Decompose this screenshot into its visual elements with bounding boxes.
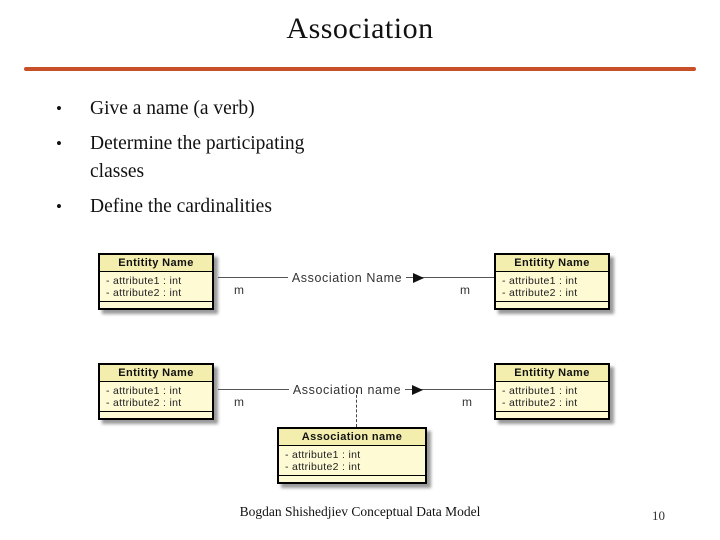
entity-title: Entitity Name — [496, 365, 608, 382]
entity-attributes: - attribute1 : int - attribute2 : int — [100, 272, 212, 302]
bullet-icon: • — [56, 134, 62, 153]
entity-attributes: - attribute1 : int - attribute2 : int — [496, 382, 608, 412]
association-label-group: Association name — [218, 381, 494, 398]
entity-attribute: - attribute1 : int — [106, 275, 182, 287]
footer-text: Bogdan Shishedjiev Conceptual Data Model — [239, 504, 481, 519]
association-label: Association name — [288, 382, 406, 397]
entity-attribute: - attribute1 : int — [106, 385, 182, 397]
entity-title: Entitity Name — [100, 255, 212, 272]
direction-arrow-icon — [412, 384, 424, 395]
entity-box-right: Entitity Name - attribute1 : int - attri… — [494, 253, 610, 310]
multiplicity-right: m — [462, 395, 472, 409]
association-class-operations-compartment — [279, 476, 425, 482]
entity-attribute: - attribute1 : int — [502, 275, 578, 287]
page-number: 10 — [652, 508, 665, 523]
entity-attribute: - attribute2 : int — [502, 397, 578, 409]
association-class-link-line — [356, 390, 357, 427]
bullet-text: Define the cardinalities — [90, 196, 272, 217]
multiplicity-right: m — [460, 283, 470, 297]
bullet-text: Determine the participating classes — [90, 133, 305, 182]
entity-attribute: - attribute2 : int — [502, 287, 578, 299]
bullet-list: • Give a name (a verb) • Determine the p… — [56, 95, 305, 228]
association-label: Association Name — [287, 270, 407, 285]
association-class-attributes: - attribute1 : int - attribute2 : int — [279, 446, 425, 476]
bullet-text: Give a name (a verb) — [90, 98, 255, 119]
entity-attribute: - attribute2 : int — [106, 287, 182, 299]
multiplicity-left: m — [234, 283, 244, 297]
title-underline — [24, 67, 696, 71]
entity-title: Entitity Name — [100, 365, 212, 382]
direction-arrow-icon — [413, 272, 425, 283]
entity-attribute: - attribute2 : int — [106, 397, 182, 409]
entity-operations-compartment — [100, 412, 212, 418]
bullet-item: • Give a name (a verb) — [56, 95, 305, 123]
slide-title: Association — [286, 12, 434, 45]
entity-operations-compartment — [496, 412, 608, 418]
entity-operations-compartment — [100, 302, 212, 308]
association-class-attribute: - attribute2 : int — [285, 461, 361, 473]
multiplicity-left: m — [234, 395, 244, 409]
entity-box-left: Entitity Name - attribute1 : int - attri… — [98, 253, 214, 310]
association-label-group: Association Name — [218, 269, 494, 286]
association-class-attribute: - attribute1 : int — [285, 449, 361, 461]
association-class-title: Association name — [279, 429, 425, 446]
bullet-item: • Define the cardinalities — [56, 193, 305, 221]
bullet-icon: • — [56, 99, 62, 118]
bullet-item: • Determine the participating classes — [56, 130, 305, 186]
entity-attribute: - attribute1 : int — [502, 385, 578, 397]
entity-box-right: Entitity Name - attribute1 : int - attri… — [494, 363, 610, 420]
association-class-box: Association name - attribute1 : int - at… — [277, 427, 427, 484]
entity-attributes: - attribute1 : int - attribute2 : int — [496, 272, 608, 302]
bullet-icon: • — [56, 197, 62, 216]
entity-box-left: Entitity Name - attribute1 : int - attri… — [98, 363, 214, 420]
entity-attributes: - attribute1 : int - attribute2 : int — [100, 382, 212, 412]
entity-operations-compartment — [496, 302, 608, 308]
entity-title: Entitity Name — [496, 255, 608, 272]
